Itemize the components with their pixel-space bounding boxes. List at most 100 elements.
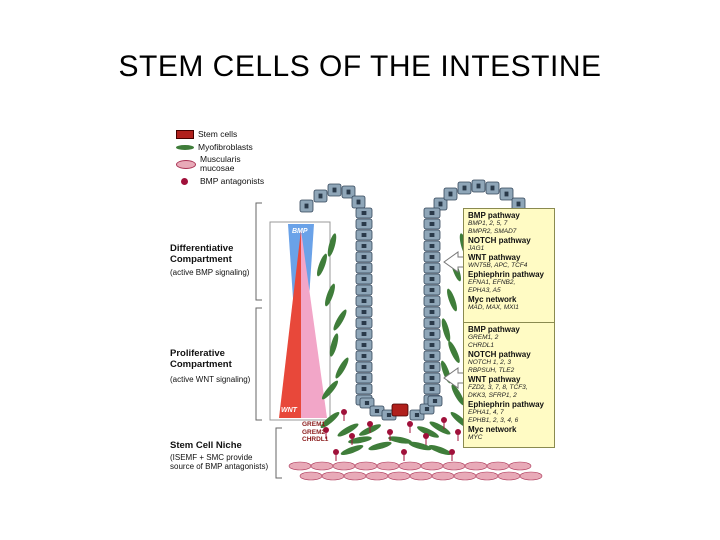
niche-subtitle: (ISEMF + SMC provide source of BMP antag…	[170, 453, 269, 471]
bmp-antagonist	[367, 421, 373, 427]
pathway-genes: DKK3, SFRP1, 2	[468, 392, 517, 399]
cell-nucleus	[361, 277, 367, 281]
muscularis-cell	[354, 461, 378, 471]
myofibroblast	[337, 423, 359, 437]
pathway-entry: WNT pathway WNT5B, APC, TCF4	[468, 253, 550, 270]
myofibroblast	[448, 341, 460, 363]
cell-nucleus	[361, 299, 367, 303]
bmp-antagonist	[455, 429, 461, 435]
differentiative-label: Differentiative Compartment	[170, 243, 234, 265]
legend-item-muscularis: Muscularis mucosae	[176, 154, 264, 174]
cell-nucleus	[304, 203, 309, 209]
cell-nucleus	[332, 187, 337, 193]
pathway-genes: CHRDL1	[468, 342, 495, 349]
cell-nucleus	[361, 343, 367, 347]
bmp-antagonist	[341, 409, 347, 415]
myofibroblast	[317, 253, 327, 277]
bmp-antagonist	[323, 427, 329, 433]
pathway-name: WNT pathway	[468, 253, 521, 262]
cell-nucleus	[364, 401, 370, 405]
cell-nucleus	[361, 354, 367, 358]
myofibroblast	[429, 421, 451, 435]
muscularis-icon	[176, 159, 196, 169]
muscularis-cell	[431, 471, 455, 481]
pathway-entry: BMP pathway BMP1, 2, 5, 7 BMPR2, SMAD7	[468, 211, 550, 236]
cell-nucleus	[429, 387, 435, 391]
bmp-antagonist	[333, 449, 339, 455]
pathway-name: NOTCH pathway	[468, 350, 531, 359]
bmp-antagonist	[423, 433, 429, 439]
legend: Stem cells Myofibroblasts Muscularis muc…	[176, 128, 264, 188]
cell-nucleus	[490, 185, 495, 191]
cell-nucleus	[516, 201, 521, 207]
myofibroblast	[388, 436, 412, 444]
myofibroblast	[348, 436, 372, 444]
muscularis-cell	[497, 471, 521, 481]
cell-nucleus	[361, 288, 367, 292]
bmp-antagonist	[441, 417, 447, 423]
myofibroblast	[447, 288, 457, 312]
cell-nucleus	[429, 277, 435, 281]
pathway-name: Ephiephrin pathway	[468, 400, 545, 409]
muscularis-cell	[343, 471, 367, 481]
myofibroblast	[333, 309, 347, 331]
pathway-genes: FZD2, 3, 7, 8, TCF3,	[468, 384, 528, 391]
muscularis-cell	[508, 461, 532, 471]
cell-nucleus	[429, 343, 435, 347]
antagonist-genes: GREM1 GREM2 CHRDL1	[302, 421, 328, 444]
pathway-genes: EPHA3, A5	[468, 287, 501, 294]
cell-nucleus	[462, 185, 467, 191]
muscularis-cell	[442, 461, 466, 471]
muscularis-cell	[376, 461, 400, 471]
cell-nucleus	[361, 376, 367, 380]
pathway-genes: BMPR2, SMAD7	[468, 228, 517, 235]
proliferative-label: Proliferative Compartment	[170, 348, 232, 370]
bmp-antagonist	[387, 429, 393, 435]
cell-nucleus	[429, 299, 435, 303]
crypt-epithelium	[299, 179, 526, 421]
bmp-label: BMP	[292, 228, 308, 235]
antagonist-gene: CHRDL1	[302, 436, 329, 443]
myofibroblast	[327, 233, 337, 257]
pathway-name: Ephiephrin pathway	[468, 270, 545, 279]
bmp-antagonist-icon	[181, 177, 188, 185]
bmp-antagonist	[401, 449, 407, 455]
pathway-entry: WNT pathway FZD2, 3, 7, 8, TCF3, DKK3, S…	[468, 375, 550, 400]
pathway-entry: BMP pathway GREM1, 2 CHRDL1	[468, 325, 550, 350]
cell-nucleus	[429, 222, 435, 226]
antagonist-gene: GREM1	[302, 421, 326, 428]
cell-nucleus	[424, 407, 430, 411]
slide-title: STEM CELLS OF THE INTESTINE	[118, 50, 602, 83]
muscularis-cell	[288, 461, 312, 471]
myofibroblast	[321, 380, 339, 400]
cell-nucleus	[429, 266, 435, 270]
pathway-genes: JAG1	[468, 245, 485, 252]
muscularis-layer	[288, 461, 543, 481]
legend-label: Myofibroblasts	[198, 141, 253, 152]
muscularis-cell	[475, 471, 499, 481]
cell-nucleus	[429, 288, 435, 292]
cell-nucleus	[361, 310, 367, 314]
antagonist-gene: GREM2	[302, 428, 326, 436]
muscularis-cell	[387, 471, 411, 481]
pathway-genes: MYC	[468, 434, 483, 441]
pathway-name: NOTCH pathway	[468, 236, 531, 245]
cell-nucleus	[361, 365, 367, 369]
cell-nucleus	[361, 387, 367, 391]
cell-nucleus	[429, 321, 435, 325]
cell-nucleus	[374, 409, 380, 413]
bmp-antagonist-layer	[323, 409, 461, 461]
cell-nucleus	[438, 201, 443, 207]
muscularis-cell	[365, 471, 389, 481]
legend-item-bmp-antagonists: BMP antagonists	[176, 175, 264, 187]
cell-nucleus	[429, 244, 435, 248]
legend-item-stem-cells: Stem cells	[176, 128, 264, 140]
cell-nucleus	[386, 413, 392, 417]
legend-label: Stem cells	[198, 128, 238, 139]
antagonist-gradient	[301, 230, 327, 418]
pathway-entry: Ephiephrin pathway EPHA1, 4, 7 EPHB1, 2,…	[468, 400, 550, 425]
cell-nucleus	[356, 199, 361, 205]
pathway-genes: EPHB1, 2, 3, 4, 6	[468, 417, 519, 424]
niche-label: Stem Cell Niche	[170, 440, 242, 451]
